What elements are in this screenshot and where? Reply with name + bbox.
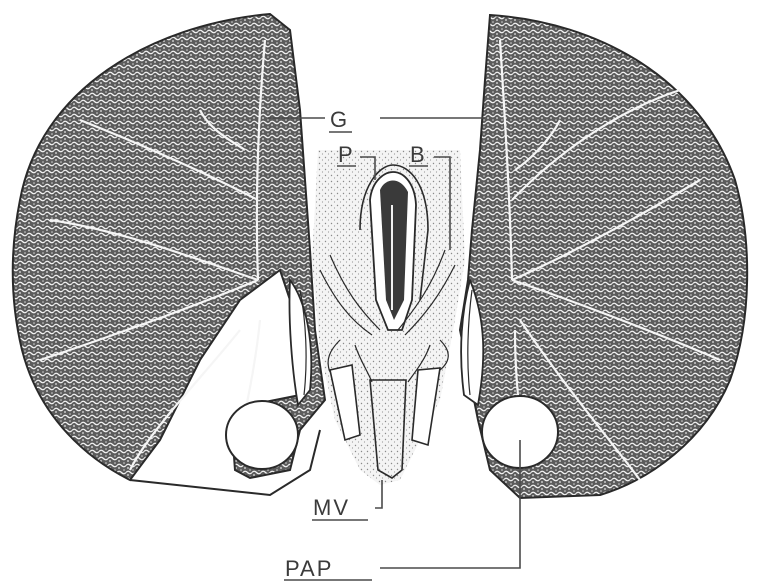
central-valve-region [312, 150, 465, 485]
right-lobe [460, 15, 747, 498]
svg-text:MV: MV [313, 495, 350, 520]
svg-text:PAP: PAP [285, 556, 333, 581]
label-pap: PAP [284, 556, 372, 581]
left-lobe [13, 14, 325, 495]
label-b: B [409, 142, 428, 167]
svg-text:G: G [330, 107, 349, 132]
svg-text:B: B [410, 142, 427, 167]
label-mv: MV [312, 495, 368, 520]
label-p: P [337, 142, 356, 167]
svg-text:P: P [338, 142, 355, 167]
label-g: G [329, 107, 352, 132]
